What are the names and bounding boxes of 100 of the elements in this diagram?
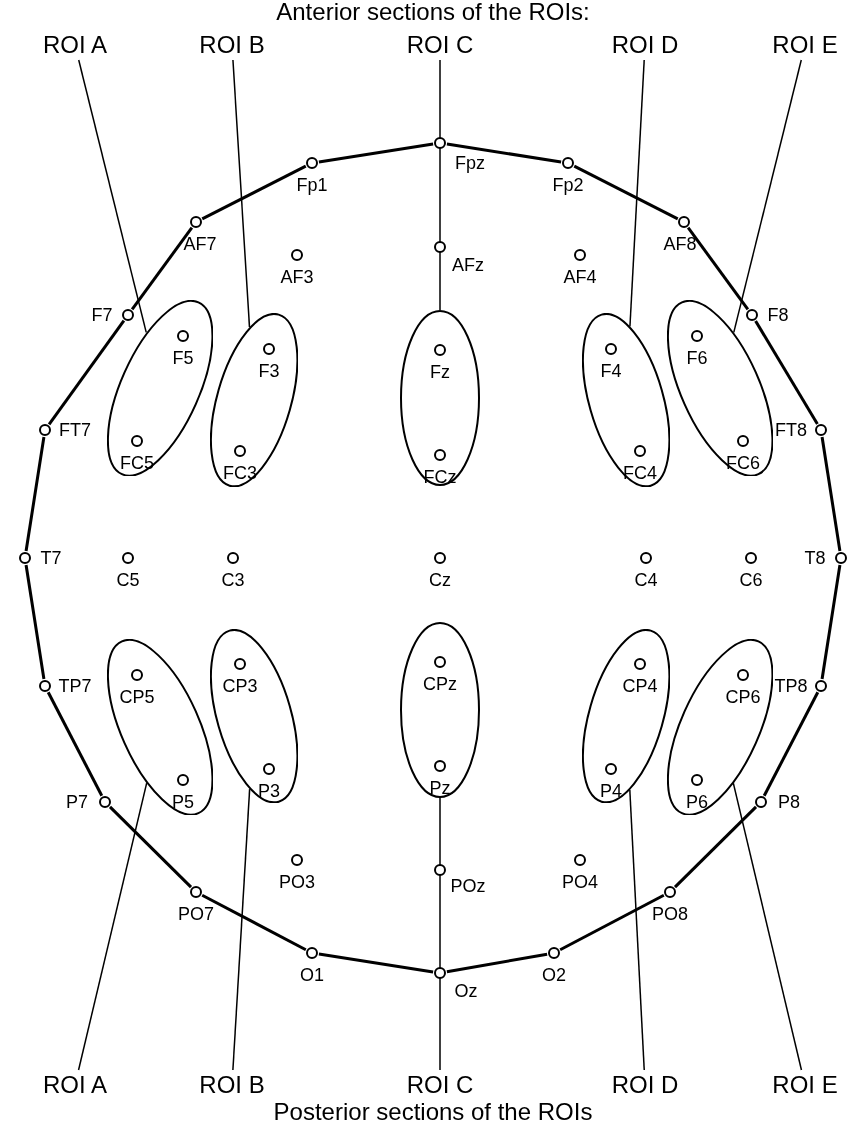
- roi-label: ROI D: [611, 31, 679, 59]
- leader-line: [629, 59, 645, 328]
- outline-line: [47, 319, 126, 426]
- electrode-label: Cz: [428, 570, 452, 590]
- electrode-label: AF4: [562, 267, 598, 287]
- electrode-label: FT7: [58, 420, 92, 440]
- electrode-label: F4: [599, 361, 623, 381]
- electrode-label: F8: [766, 305, 790, 325]
- electrode-label: PO8: [651, 904, 689, 924]
- leader-line: [77, 782, 148, 1071]
- electrode-label: AF3: [279, 267, 315, 287]
- electrode-label: F3: [257, 361, 281, 381]
- outline-line: [446, 142, 562, 164]
- roi-label: ROI C: [406, 31, 474, 59]
- outline-line: [673, 805, 758, 889]
- electrode-label: TP8: [773, 676, 809, 696]
- electrode-label: P8: [777, 792, 801, 812]
- electrode-label: C3: [220, 570, 246, 590]
- electrode-label: C4: [633, 570, 659, 590]
- roi-ellipse: [400, 622, 480, 798]
- roi-label: ROI E: [772, 31, 838, 59]
- roi-ellipse: [581, 628, 671, 804]
- outline-line: [820, 436, 842, 552]
- roi-ellipse: [581, 312, 671, 488]
- leader-line: [232, 59, 251, 328]
- electrode-label: Fz: [429, 362, 451, 382]
- electrode-label: P4: [598, 781, 623, 801]
- outline-line: [130, 226, 194, 311]
- electrode-label: TP7: [57, 676, 93, 696]
- electrode-label: P7: [65, 792, 89, 812]
- electrode-label: Fp1: [295, 175, 329, 195]
- outline-line: [686, 226, 750, 311]
- outline-line: [754, 320, 819, 425]
- roi-ellipse: [666, 638, 774, 816]
- roi-ellipse: [209, 312, 299, 488]
- leader-line: [733, 59, 803, 334]
- roi-label: ROI A: [43, 1071, 107, 1099]
- leader-line: [232, 788, 251, 1071]
- electrode-label: O1: [299, 965, 325, 985]
- electrode-label: C5: [115, 570, 141, 590]
- electrode-label: FT8: [774, 420, 808, 440]
- electrode-label: Oz: [453, 981, 479, 1001]
- roi-ellipse: [106, 638, 214, 816]
- electrode-label: PO7: [177, 904, 215, 924]
- electrode-label: PO4: [561, 872, 599, 892]
- leader-line: [77, 59, 147, 334]
- electrode-label: F5: [171, 348, 195, 368]
- electrode-label: T7: [39, 548, 63, 568]
- leader-line: [629, 789, 645, 1071]
- outline-line: [318, 142, 434, 164]
- outline-line: [762, 691, 820, 797]
- electrode-label: T8: [803, 548, 827, 568]
- electrode-label: CP6: [724, 687, 762, 707]
- electrode-label: O2: [541, 965, 567, 985]
- outline-line: [108, 805, 193, 889]
- outline-line: [820, 564, 842, 680]
- electrode-label: CP3: [221, 676, 259, 696]
- outline-line: [24, 436, 46, 552]
- outline-line: [201, 893, 307, 952]
- electrode-label: PO3: [278, 872, 316, 892]
- electrode-label: P6: [684, 792, 709, 812]
- roi-label: ROI E: [772, 1071, 838, 1099]
- electrode-label: Fpz: [454, 153, 486, 173]
- electrode-label: P3: [256, 781, 281, 801]
- electrode-label: F6: [685, 348, 709, 368]
- outline-line: [24, 564, 46, 680]
- roi-label: ROI C: [406, 1071, 474, 1099]
- outline-line: [446, 952, 548, 974]
- leader-line: [439, 59, 441, 311]
- electrode-label: POz: [449, 876, 487, 896]
- roi-ellipse: [400, 310, 480, 486]
- electrode-label: FC3: [221, 463, 258, 483]
- electrode-label: CP5: [118, 687, 156, 707]
- electrode-label: FC4: [621, 463, 658, 483]
- electrode-label: P5: [170, 792, 195, 812]
- electrode-label: CP4: [621, 676, 659, 696]
- electrode-label: FC6: [724, 453, 761, 473]
- electrode-label: AFz: [451, 255, 485, 275]
- outline-line: [201, 164, 307, 221]
- electrode-label: C6: [738, 570, 764, 590]
- roi-label: ROI B: [199, 1071, 265, 1099]
- outline-line: [318, 952, 434, 974]
- electrode-label: CPz: [422, 674, 458, 694]
- electrode-label: AF8: [662, 234, 698, 254]
- title: Anterior sections of the ROIs:: [275, 0, 591, 26]
- outline-line: [559, 893, 665, 952]
- roi-label: ROI A: [43, 31, 107, 59]
- roi-ellipse: [209, 628, 299, 804]
- electrode-label: Fp2: [551, 175, 585, 195]
- electrode-label: FC5: [118, 453, 155, 473]
- electrode-label: Pz: [428, 778, 452, 798]
- caption: Posterior sections of the ROIs: [272, 1098, 594, 1126]
- electrode-label: AF7: [182, 234, 218, 254]
- leader-line: [439, 797, 441, 1071]
- outline-line: [573, 164, 679, 221]
- roi-label: ROI B: [199, 31, 265, 59]
- leader-line: [732, 782, 803, 1071]
- electrode-label: F7: [90, 305, 114, 325]
- outline-line: [46, 691, 104, 797]
- roi-label: ROI D: [611, 1071, 679, 1099]
